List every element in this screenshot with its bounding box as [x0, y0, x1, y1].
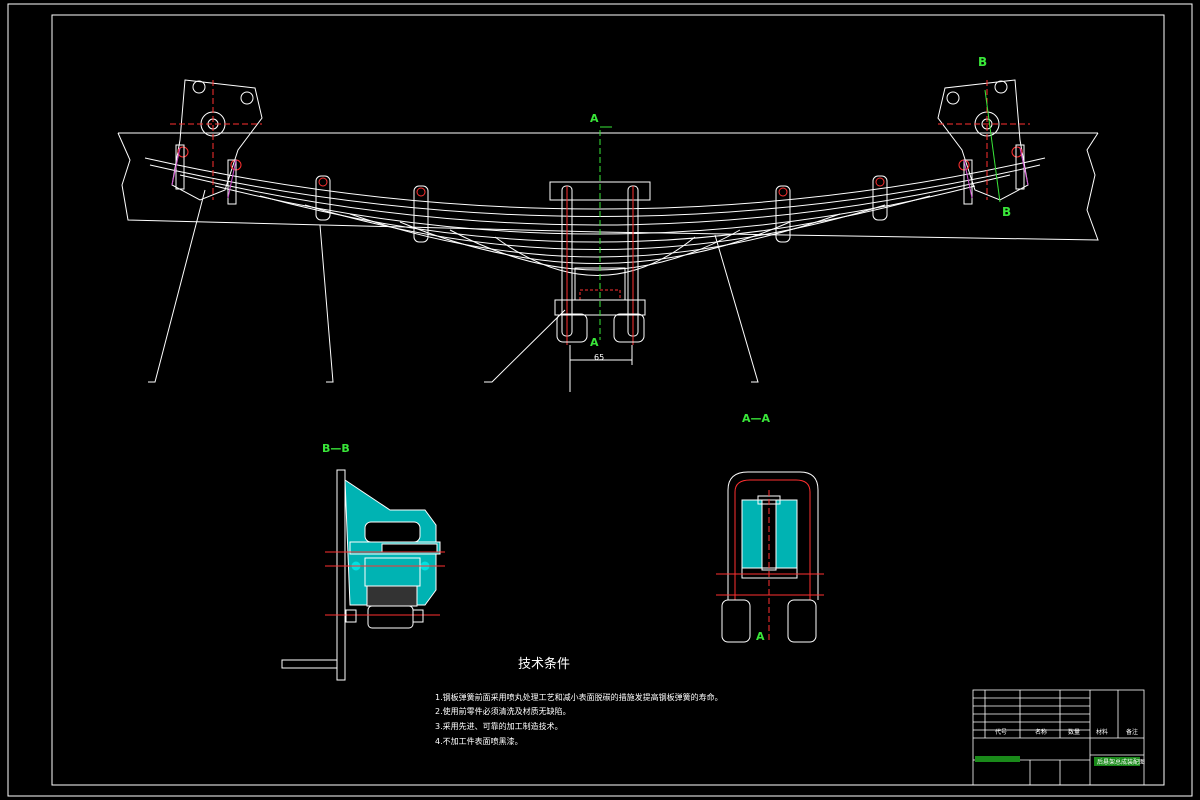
outer-border — [7, 3, 1193, 797]
section-view-bb — [281, 469, 445, 681]
note-item: 3.采用先进、可靠的加工制造技术。 — [435, 721, 563, 731]
right-shackle-bracket — [937, 79, 1030, 205]
note-item: 1.钢板弹簧前面采用喷丸处理工艺和减小表面脱碳的措施发提高钢板弹簧的寿命。 — [435, 692, 723, 702]
title-block-cell: 备注 — [1126, 728, 1138, 736]
u-bolt-assembly — [549, 130, 651, 392]
label-b-bottom: B — [1002, 205, 1011, 219]
label-a-top: A — [590, 112, 599, 125]
inner-frame — [51, 14, 1165, 786]
title-block-cell: 数量 — [1068, 728, 1080, 736]
technical-notes: 技术条件 1.钢板弹簧前面采用喷丸处理工艺和减小表面脱碳的措施发提高钢板弹簧的寿… — [435, 656, 723, 746]
drawing-name: 后悬架总成装配图 — [1097, 758, 1145, 766]
notes-title: 技术条件 — [518, 656, 570, 672]
label-b-top: B — [978, 55, 987, 69]
view-aa-label: A—A — [742, 412, 771, 425]
dimension-label: 65 — [594, 353, 604, 362]
title-block — [972, 689, 1145, 786]
leaf-spring — [144, 157, 1046, 276]
frame-rail — [117, 132, 1099, 241]
note-item: 2.使用前零件必须清洗及材质无缺陷。 — [435, 706, 571, 716]
title-block-cell: 材料 — [1096, 728, 1108, 736]
section-view-aa — [716, 471, 824, 643]
leader-lines — [148, 189, 759, 383]
spring-clips — [315, 175, 888, 243]
note-item: 4.不加工件表面喷黑漆。 — [435, 736, 523, 746]
label-a-bottom: A — [590, 336, 599, 349]
left-shackle-bracket — [170, 79, 263, 205]
title-block-cell: 名称 — [1035, 728, 1047, 736]
title-block-cell: 代号 — [995, 728, 1007, 736]
view-bb-label: B—B — [322, 442, 350, 455]
label-a-aa-view: A — [756, 630, 765, 643]
